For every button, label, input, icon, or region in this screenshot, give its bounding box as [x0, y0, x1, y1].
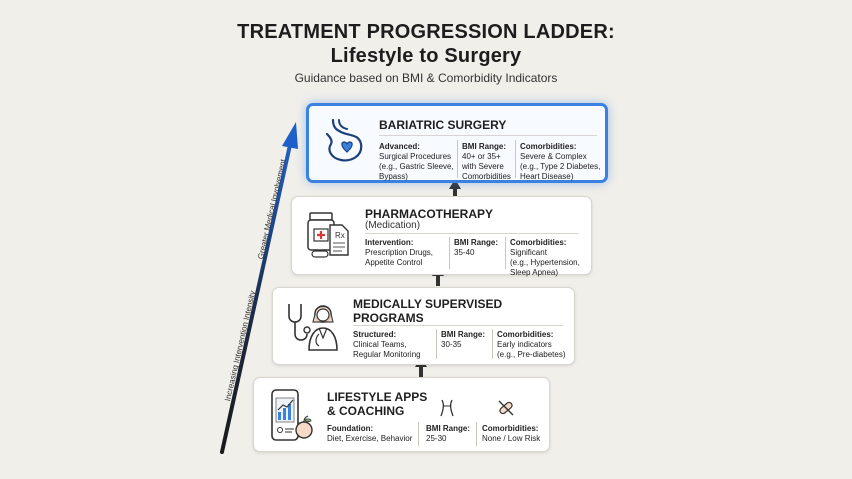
column-separator: [449, 237, 450, 269]
step-col-comorbidities: Comorbidities: Significant (e.g., Hypert…: [510, 238, 590, 278]
col-head: Advanced:: [379, 142, 420, 151]
col-line: 30-35: [441, 340, 462, 349]
page-title: TREATMENT PROGRESSION LADDER: Lifestyle …: [0, 20, 852, 68]
col-head: Structured:: [353, 330, 397, 339]
title-line-1: TREATMENT PROGRESSION LADDER:: [237, 21, 615, 43]
col-line: 40+ or 35+: [462, 152, 501, 161]
col-line: 35-40: [454, 248, 475, 257]
col-head: BMI Range:: [462, 142, 506, 151]
step-col-bmi: BMI Range: 30-35: [441, 330, 495, 350]
column-separator: [476, 422, 477, 446]
phone-chart-apple-icon: [271, 389, 313, 441]
svg-text:Rx: Rx: [335, 231, 345, 240]
col-line: Severe & Complex: [520, 152, 587, 161]
column-separator: [436, 329, 437, 359]
column-separator: [457, 140, 458, 178]
col-line: Prescription Drugs,: [365, 248, 434, 257]
col-head: BMI Range:: [426, 424, 470, 433]
column-separator: [492, 329, 493, 359]
col-line: Significant: [510, 248, 547, 257]
col-line: 25-30: [426, 434, 447, 443]
col-line: Regular Monitoring: [353, 350, 421, 359]
col-line: Surgical Procedures: [379, 152, 452, 161]
col-head: BMI Range:: [441, 330, 485, 339]
divider: [379, 135, 597, 136]
col-head: Foundation:: [327, 424, 374, 433]
col-head: Intervention:: [365, 238, 414, 247]
col-line: Diet, Exercise, Behavior: [327, 434, 413, 443]
step-col-intervention: Intervention: Prescription Drugs, Appeti…: [365, 238, 451, 268]
col-line: Early indicators: [497, 340, 552, 349]
col-line: Heart Disease): [520, 172, 574, 181]
col-line: (e.g., Hypertension,: [510, 258, 580, 267]
doctor-stethoscope-icon: [288, 304, 338, 351]
col-line: (e.g., Gastric Sleeve,: [379, 162, 454, 171]
step-card-lifestyle-apps[interactable]: LIFESTYLE APPS & COACHING Foundation: Di…: [253, 377, 550, 452]
col-head: BMI Range:: [454, 238, 498, 247]
col-head: Comorbidities:: [497, 330, 554, 339]
step-card-medically-supervised[interactable]: MEDICALLY SUPERVISED PROGRAMS Structured…: [272, 287, 575, 365]
step-title-line-1: MEDICALLY SUPERVISED: [353, 297, 503, 311]
prescription-bottle-icon: Rx: [307, 212, 349, 258]
col-head: Comorbidities:: [482, 424, 539, 433]
divider: [365, 233, 579, 234]
step-title: PHARMACOTHERAPY: [365, 207, 494, 221]
step-col-intervention: Structured: Clinical Teams, Regular Moni…: [353, 330, 437, 360]
column-separator: [418, 422, 419, 446]
col-line: Sleep Apnea): [510, 268, 559, 277]
step-col-bmi: BMI Range: 25-30: [426, 424, 480, 444]
step-col-foundation: Foundation: Diet, Exercise, Behavior: [327, 424, 423, 444]
column-separator: [505, 237, 506, 269]
col-line: (e.g., Pre-diabetes): [497, 350, 566, 359]
step-card-pharmacotherapy[interactable]: Rx PHARMACOTHERAPY (Medication) Interven…: [291, 196, 592, 278]
column-separator: [515, 140, 516, 178]
title-line-2: Lifestyle to Surgery: [330, 45, 522, 67]
step-col-comorbidities: Comorbidities: Severe & Complex (e.g., T…: [520, 142, 606, 182]
step-title-line-2: PROGRAMS: [353, 311, 424, 325]
col-line: with Severe: [462, 162, 504, 171]
step-title: MEDICALLY SUPERVISED PROGRAMS: [353, 297, 502, 325]
step-card-bariatric-surgery[interactable]: BARIATRIC SURGERY Advanced: Surgical Pro…: [306, 103, 608, 183]
col-line: (e.g., Type 2 Diabetes,: [520, 162, 601, 171]
step-title: LIFESTYLE APPS & COACHING: [327, 390, 427, 418]
divider: [353, 325, 563, 326]
step-title-line-1: LIFESTYLE APPS: [327, 390, 428, 404]
col-head: Comorbidities:: [510, 238, 567, 247]
col-line: Clinical Teams,: [353, 340, 407, 349]
step-col-comorbidities: Comorbidities: None / Low Risk: [482, 424, 548, 444]
step-col-bmi: BMI Range: 35-40: [454, 238, 508, 258]
step-subtitle: (Medication): [365, 220, 421, 231]
step-col-comorbidities: Comorbidities: Early indicators (e.g., P…: [497, 330, 573, 360]
col-line: None / Low Risk: [482, 434, 541, 443]
col-line: Bypass): [379, 172, 408, 181]
pill-crossed-icon: [498, 400, 514, 416]
step-title: BARIATRIC SURGERY: [379, 118, 507, 132]
waist-body-icon: [440, 399, 454, 417]
col-line: Comorbidities: [462, 172, 511, 181]
step-col-intervention: Advanced: Surgical Procedures (e.g., Gas…: [379, 142, 457, 182]
step-title-line-2: & COACHING: [327, 404, 405, 418]
step-col-bmi: BMI Range: 40+ or 35+ with Severe Comorb…: [462, 142, 520, 182]
col-head: Comorbidities:: [520, 142, 577, 151]
col-line: Appetite Control: [365, 258, 423, 267]
page-subtitle: Guidance based on BMI & Comorbidity Indi…: [294, 71, 558, 85]
stomach-heart-icon: [325, 118, 363, 162]
